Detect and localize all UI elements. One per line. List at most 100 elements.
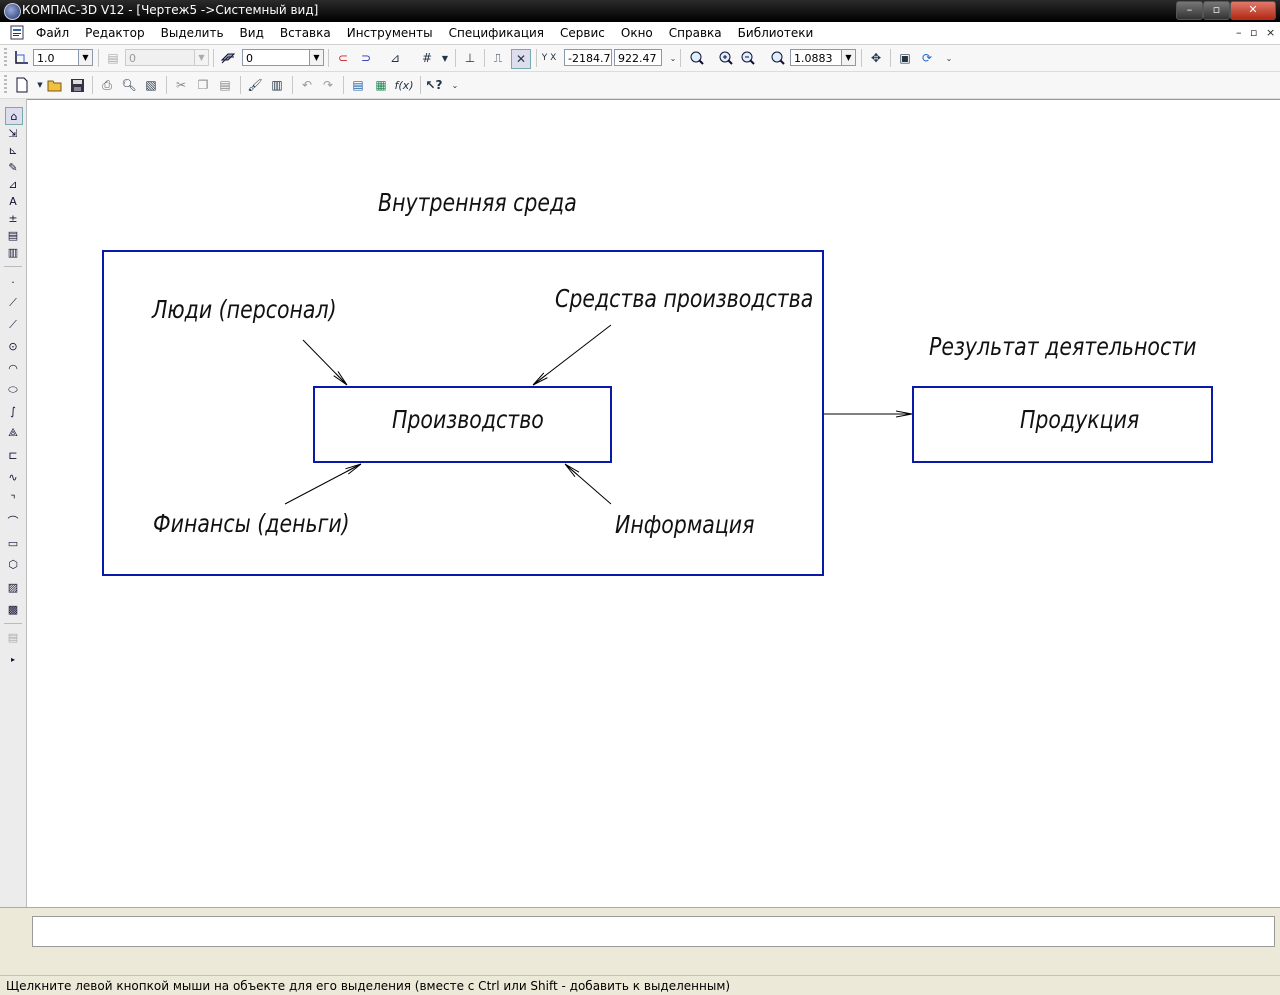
grid-dropdown-icon[interactable]: ▼: [441, 53, 449, 63]
point-icon[interactable]: ·: [11, 275, 15, 289]
layer-dropdown[interactable]: ▼: [195, 49, 209, 66]
product-box[interactable]: [912, 386, 1213, 463]
polyline-icon[interactable]: ⟁: [8, 426, 18, 439]
save-icon[interactable]: [68, 76, 86, 94]
label-means-of-production[interactable]: Средства производства: [555, 284, 814, 313]
coord-y-field[interactable]: 922.47: [614, 49, 662, 66]
scale-field[interactable]: 1.0: [33, 49, 79, 66]
dimensions-panel-icon[interactable]: ⇲: [8, 126, 18, 140]
maximize-button[interactable]: ▫: [1203, 1, 1230, 20]
cursor-step-icon[interactable]: ✕: [511, 49, 531, 69]
arrow-finance[interactable]: [284, 464, 361, 505]
internal-environment-box[interactable]: [102, 250, 824, 576]
spline-icon[interactable]: ∫: [10, 404, 16, 418]
menu-specification[interactable]: Спецификация: [448, 26, 545, 40]
ellipse-icon[interactable]: ⬭: [8, 383, 18, 396]
leftbar-expand-icon[interactable]: ▸: [10, 654, 15, 664]
refresh-icon[interactable]: ▣: [899, 51, 911, 65]
zoom-field[interactable]: 1.0883: [790, 49, 842, 66]
ortho-icon[interactable]: ⊿: [389, 51, 401, 65]
style-dropdown[interactable]: ▼: [310, 49, 324, 66]
measurement-panel-icon[interactable]: A: [9, 194, 17, 208]
toolbar2-overflow-icon[interactable]: ⌄: [945, 53, 953, 63]
specification-panel-icon[interactable]: ▥: [7, 245, 19, 259]
document-icon[interactable]: [10, 25, 24, 40]
menu-help[interactable]: Справка: [668, 26, 722, 40]
snap-icon[interactable]: [12, 49, 30, 67]
geometry-panel-icon[interactable]: ⌂: [5, 107, 23, 125]
label-information[interactable]: Информация: [615, 510, 755, 539]
zoom-in-icon[interactable]: [717, 49, 735, 67]
menu-service[interactable]: Сервис: [560, 26, 605, 40]
menu-editor[interactable]: Редактор: [85, 26, 145, 40]
menu-tools[interactable]: Инструменты: [346, 26, 433, 40]
macro-icon[interactable]: ▤: [7, 630, 19, 644]
scale-dropdown[interactable]: ▼: [79, 49, 93, 66]
doc-minimize-button[interactable]: –: [1236, 26, 1242, 39]
editing-panel-icon[interactable]: ✎: [8, 160, 18, 174]
rectangle-icon[interactable]: ▭: [7, 536, 19, 550]
arrow-people[interactable]: [302, 339, 347, 385]
regenerate-icon[interactable]: ⟳: [921, 51, 933, 65]
label-product[interactable]: Продукция: [1020, 405, 1140, 434]
grid-icon[interactable]: #: [421, 51, 433, 65]
fill-icon[interactable]: ▩: [7, 602, 19, 616]
help-icon[interactable]: ↖?: [425, 78, 443, 92]
preview-icon[interactable]: 🔍︎: [121, 78, 137, 92]
arrow-information[interactable]: [565, 464, 612, 505]
menu-file[interactable]: Файл: [36, 26, 70, 40]
manager-icon[interactable]: ▤: [352, 78, 364, 92]
label-people[interactable]: Люди (персонал): [152, 295, 337, 324]
menu-view[interactable]: Вид: [239, 26, 264, 40]
properties-icon[interactable]: ▥: [271, 78, 283, 92]
local-cs-icon[interactable]: ⊥: [464, 51, 476, 65]
circle-icon[interactable]: ⊙: [8, 339, 18, 353]
hatch-icon[interactable]: ▨: [7, 580, 19, 594]
pan-icon[interactable]: ✥: [870, 51, 882, 65]
undo-icon[interactable]: ↶: [301, 78, 313, 92]
magnet-settings-icon[interactable]: ⊃: [360, 51, 372, 65]
style-field[interactable]: 0: [242, 49, 310, 66]
close-button[interactable]: ✕: [1230, 1, 1276, 20]
round-icon[interactable]: ⎍: [493, 50, 503, 65]
selection-panel-icon[interactable]: ±: [8, 211, 18, 225]
magnet-icon[interactable]: ⊂: [337, 51, 349, 65]
new-icon[interactable]: [13, 76, 31, 94]
layer-state-icon[interactable]: ▤: [107, 51, 119, 65]
designations-panel-icon[interactable]: ⊾: [8, 143, 18, 157]
toolbar-grip-standard[interactable]: [4, 75, 7, 94]
continuous-input-icon[interactable]: ⊏: [8, 448, 18, 462]
redo-icon[interactable]: ↷: [322, 78, 334, 92]
drawing-canvas[interactable]: Внутренняя среда Люди (персонал) Средств…: [27, 99, 1280, 908]
zoom-dropdown[interactable]: ▼: [842, 49, 856, 66]
zoom-window-icon[interactable]: [688, 49, 706, 67]
label-finance[interactable]: Финансы (деньги): [153, 509, 350, 538]
arc-icon[interactable]: ◠: [8, 361, 18, 375]
coord-x-field[interactable]: -2184.7: [564, 49, 612, 66]
label-internal-environment[interactable]: Внутренняя среда: [378, 188, 577, 217]
toolbar-overflow-icon[interactable]: ⌄: [669, 53, 677, 63]
standard-overflow-icon[interactable]: ⌄: [451, 80, 459, 90]
open-icon[interactable]: [46, 76, 64, 94]
paste-icon[interactable]: ▤: [219, 78, 231, 92]
new-dropdown-icon[interactable]: ▼: [37, 81, 43, 89]
parametrization-panel-icon[interactable]: ⊿: [8, 177, 18, 191]
copy-icon[interactable]: ❐: [197, 78, 209, 92]
library-icon[interactable]: ▦: [375, 78, 387, 92]
toolbar-grip[interactable]: [4, 48, 7, 67]
production-box[interactable]: [313, 386, 612, 463]
chamfer-icon[interactable]: ⌝: [10, 492, 16, 506]
zoom-scale-icon[interactable]: [769, 49, 787, 67]
segment-icon[interactable]: ⟋: [9, 318, 17, 331]
associative-views-panel-icon[interactable]: ▤: [7, 228, 19, 242]
zoom-out-icon[interactable]: [739, 49, 757, 67]
doc-close-button[interactable]: ×: [1266, 26, 1276, 39]
properties-field[interactable]: [32, 916, 1275, 947]
layer-field[interactable]: 0: [125, 49, 195, 66]
print-icon[interactable]: ⎙: [102, 77, 112, 92]
variables-icon[interactable]: f(x): [394, 78, 414, 92]
menu-window[interactable]: Окно: [620, 26, 653, 40]
fillet-icon[interactable]: ⌒: [7, 515, 19, 528]
minimize-button[interactable]: –: [1176, 1, 1203, 20]
cut-icon[interactable]: ✂: [175, 78, 187, 92]
